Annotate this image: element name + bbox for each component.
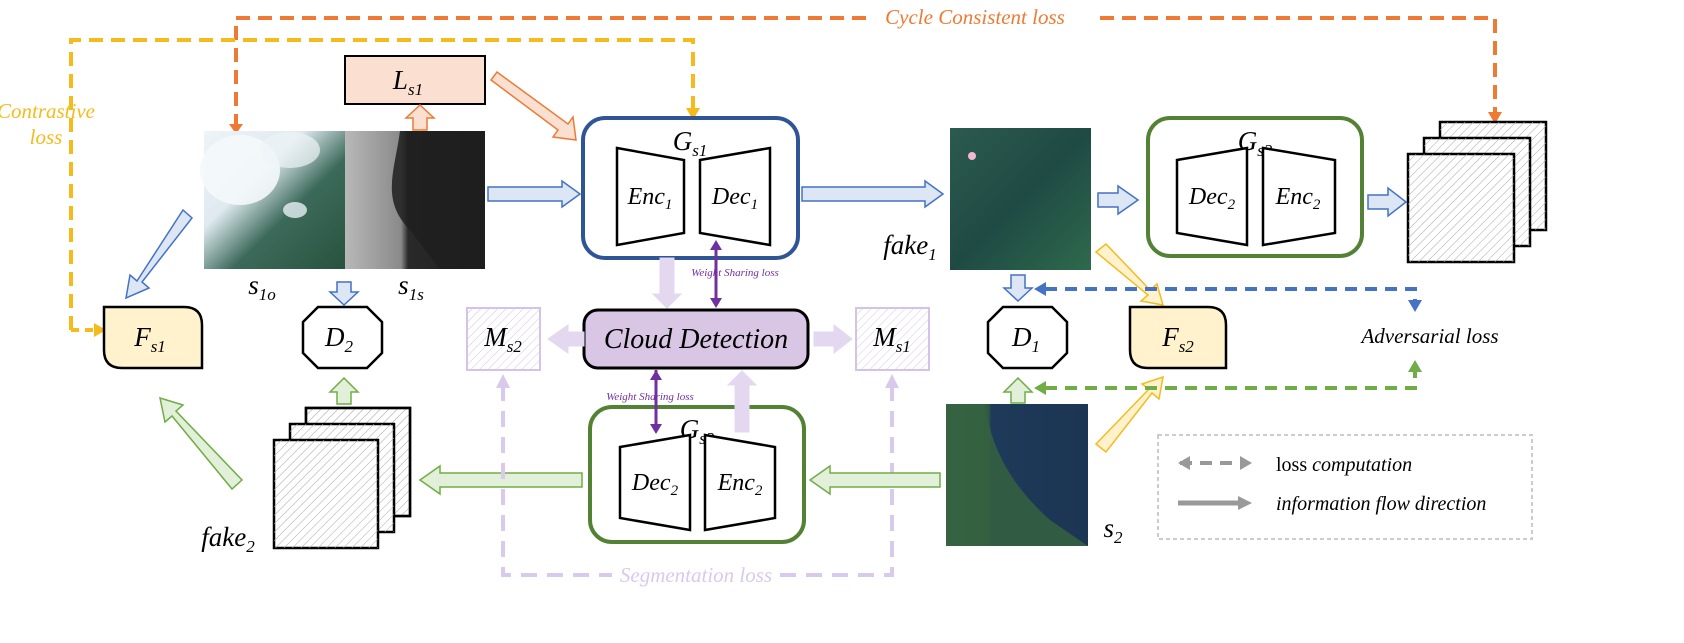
arrow-fake2-to-fs1 [159, 396, 244, 491]
ms2-box [466, 307, 541, 371]
legend-dashed-arrow [1178, 456, 1252, 470]
fs1-label: Fs1 [133, 322, 166, 356]
arrow-s1-to-gs1 [487, 179, 582, 209]
cloud-detection-label: Cloud Detection [604, 324, 788, 355]
ls1-label: Ls1 [392, 65, 423, 99]
fake1-label: fake1 [883, 230, 936, 264]
fake1-image [950, 128, 1091, 270]
reconstructed-image-stack [1406, 120, 1548, 264]
dec2-right-label: Dec2 [1188, 184, 1236, 213]
arrow-fake2-to-d2 [328, 376, 360, 405]
weight-sharing-arrow-bottom [650, 370, 662, 434]
arrow-fake1-to-fs2 [1094, 242, 1165, 306]
weight-sharing-arrow-top [710, 240, 722, 308]
arrow-s2-to-d1 [1002, 376, 1034, 404]
s1o-label: s1o [248, 270, 276, 304]
enc2-bottom-label: Enc2 [717, 470, 763, 499]
arrow-s1-to-d2 [328, 281, 360, 307]
contrastive-arrowhead-left [94, 323, 106, 337]
contrastive-arrowhead-top [686, 108, 700, 120]
ms1-box [855, 307, 930, 371]
s1s-label: s1s [398, 270, 424, 304]
arrow-fake1-to-gs2 [1097, 184, 1140, 216]
s2-label: s2 [1103, 513, 1123, 547]
enc2-right-block [1261, 146, 1337, 247]
adversarial-loss-arrow-green [1045, 372, 1417, 390]
adversarial-loss-label: Adversarial loss [1359, 324, 1498, 348]
weight-sharing-label-top: Weight Sharing loss [691, 267, 779, 279]
cycle-consistent-loss-label: Cycle Consistent loss [885, 5, 1065, 29]
seg-arrowhead-right [885, 374, 899, 388]
enc2-right-label: Enc2 [1275, 184, 1321, 213]
adv-green-arrowhead-left [1034, 381, 1046, 395]
fs2-box [1128, 305, 1228, 370]
legend-frame [1157, 434, 1533, 540]
arrow-s1s-to-ls1 [404, 103, 436, 131]
enc1-block [615, 146, 686, 247]
arrow-cloud-to-ms2 [547, 324, 585, 354]
arrow-fake1-to-d1 [1002, 274, 1034, 303]
arrow-gs2-to-fake2 [418, 464, 583, 496]
arrow-s2-to-gs2 [808, 464, 941, 496]
d2-label: D2 [324, 322, 354, 356]
fs1-box [102, 305, 204, 370]
contrastive-loss-label-line2: loss [30, 125, 63, 149]
contrastive-loss-arrow [69, 38, 695, 330]
segmentation-loss-arrow [501, 385, 894, 577]
fake2-label: fake2 [201, 522, 255, 556]
ms2-label: Ms2 [483, 322, 522, 356]
adv-blue-arrowhead-left [1034, 282, 1046, 296]
adv-blue-arrowhead-down [1408, 300, 1422, 312]
cycle-arrowhead-left [229, 124, 243, 134]
cycle-arrowhead-right [1488, 112, 1502, 124]
ls1-box [344, 55, 486, 105]
d1-label: D1 [1011, 322, 1040, 356]
cycle-consistent-loss-arrow [234, 16, 1497, 128]
contrastive-loss-label-line1: Contrastive [0, 99, 95, 123]
arrow-cloud-to-ms1 [813, 323, 853, 355]
arrow-ls1-to-gs1 [489, 70, 577, 141]
dec2-right-block [1175, 146, 1249, 247]
arrow-gs2-to-cloud [726, 370, 758, 433]
fake2-image-stack [272, 406, 412, 550]
dec2-bottom-block [618, 433, 692, 532]
gs1-label: Gs1 [673, 126, 708, 160]
dec2-bottom-label: Dec2 [631, 470, 679, 499]
legend: loss computation information flow direct… [1157, 434, 1533, 540]
d1-box [986, 305, 1069, 370]
legend-solid-arrow [1178, 496, 1252, 510]
dec1-block [698, 146, 772, 247]
arrow-s1o-to-fs1 [125, 208, 194, 300]
enc1-label: Enc1 [627, 184, 673, 213]
adversarial-loss-arrow-blue [1045, 287, 1417, 300]
seg-arrowhead-left [496, 374, 510, 388]
arrow-gs1-to-cloud [651, 257, 683, 309]
d2-box [301, 305, 384, 370]
weight-sharing-label-bottom: Weight Sharing loss [606, 391, 694, 403]
segmentation-loss-label: Segmentation loss [620, 563, 772, 587]
ms1-label: Ms1 [872, 322, 911, 356]
legend-information-flow: information flow direction [1276, 493, 1486, 515]
fs2-label: Fs2 [1161, 322, 1194, 356]
adv-green-arrowhead-up [1408, 360, 1422, 372]
enc2-bottom-block [703, 433, 777, 532]
arrow-gs2-to-output [1367, 186, 1408, 218]
dec1-label: Dec1 [711, 184, 758, 213]
legend-loss-computation: loss computation [1276, 454, 1412, 476]
arrow-gs1-to-fake1 [801, 179, 945, 209]
